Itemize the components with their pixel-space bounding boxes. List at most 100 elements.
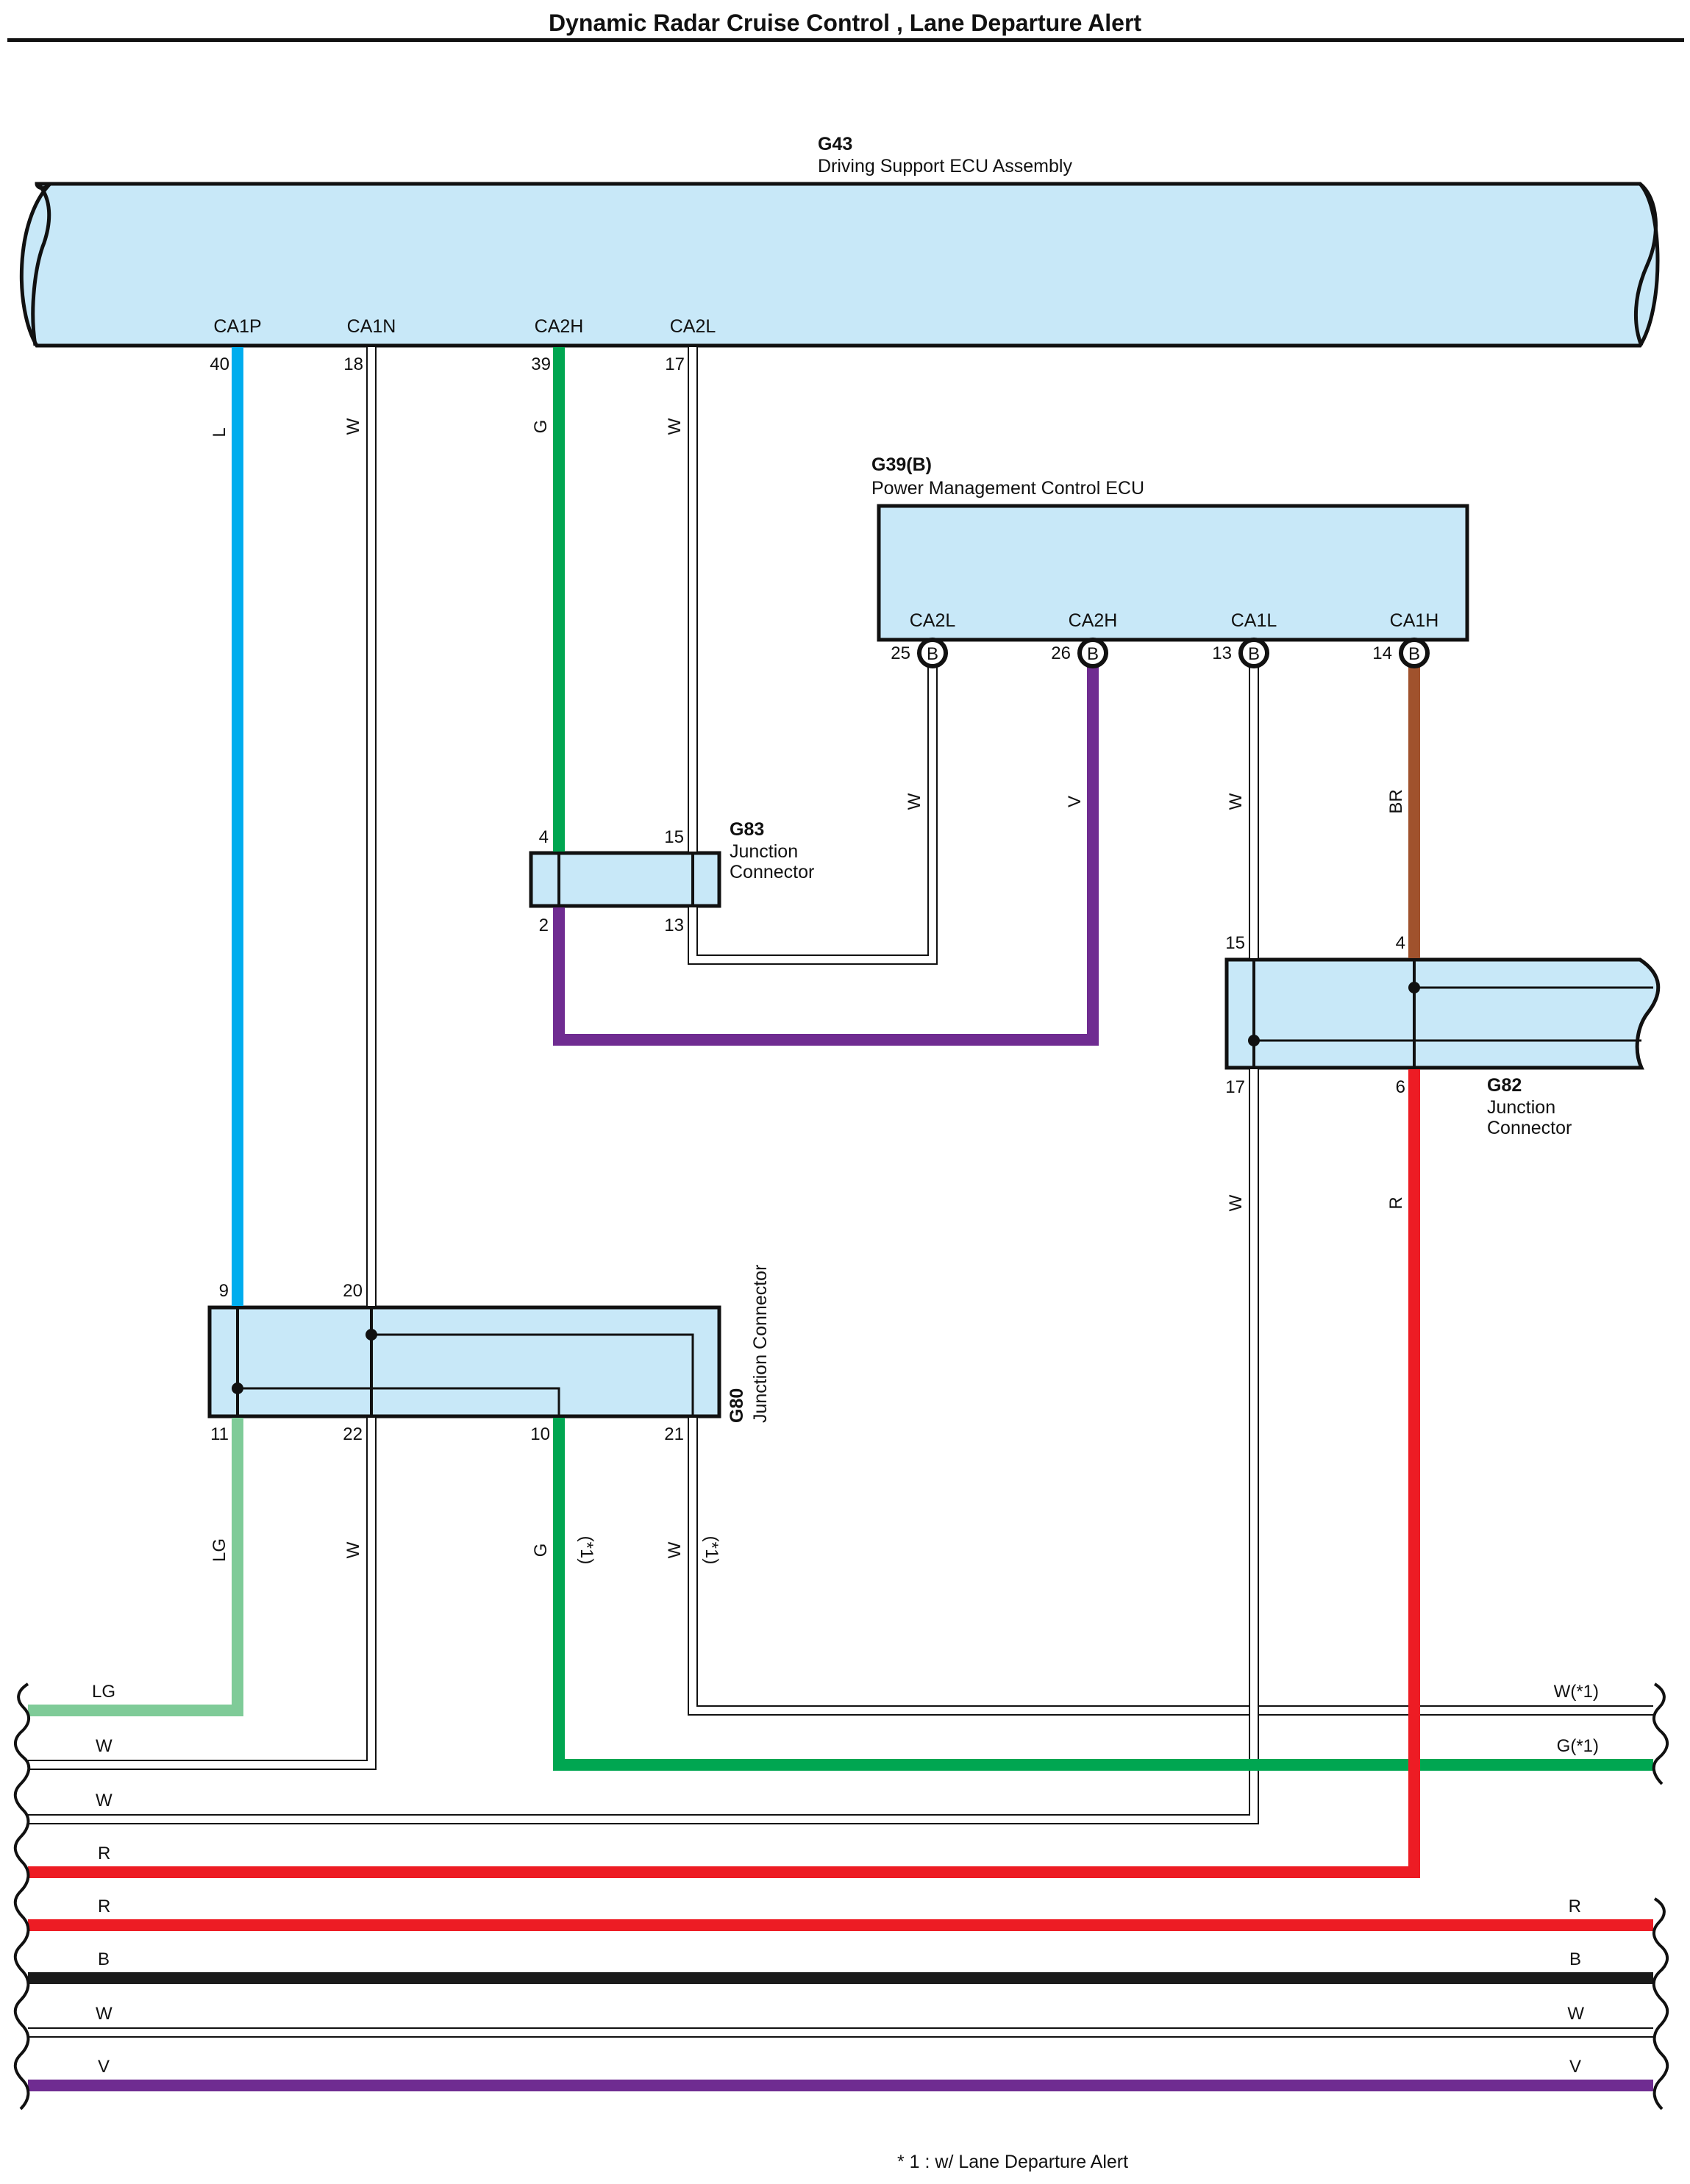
bus-label: B (98, 1949, 110, 1969)
g83-junction-box (529, 851, 721, 908)
wire-v (553, 666, 1099, 1046)
g80-pin-21: 21 (664, 1424, 684, 1444)
g39-pin-26: 26 (1051, 643, 1071, 663)
continuation-marks (13, 1682, 1669, 2110)
g80-code: G80 (727, 1388, 747, 1423)
g83-name-1: Junction (730, 841, 798, 862)
wire-label: R (1386, 1196, 1406, 1209)
g43-pin-39: 39 (531, 354, 551, 374)
g39-code: G39(B) (871, 454, 932, 475)
wire-label: W (665, 418, 685, 435)
bus-label: W (96, 1736, 113, 1756)
bus-label: G(*1) (1557, 1736, 1599, 1756)
g43-pin-40: 40 (210, 354, 229, 374)
wire-w-opt (688, 1418, 1653, 1716)
bus-label: R (98, 1896, 110, 1916)
g43-term-ca2l: CA2L (670, 316, 716, 337)
g80-pin-20: 20 (343, 1281, 363, 1301)
bus-label: V (1569, 2057, 1581, 2077)
g43-term-ca2h: CA2H (535, 316, 584, 337)
g43-term-ca1n: CA1N (347, 316, 396, 337)
g43-ecu-box (19, 182, 1660, 348)
g80-pin-11: 11 (210, 1424, 229, 1444)
page-title: Dynamic Radar Cruise Control , Lane Depa… (549, 10, 1141, 36)
g39-conn-b: B (927, 644, 938, 664)
wire-label: W (1226, 793, 1246, 810)
g39-term-ca1l: CA1L (1231, 610, 1277, 631)
bus-labels-left: LG W W R R B W V (92, 1682, 115, 2077)
wire-label: W (343, 1541, 363, 1558)
wire-g-opt (553, 1418, 1653, 1771)
g82-pin-17: 17 (1225, 1077, 1245, 1097)
wire-lg (28, 1418, 243, 1716)
g80-pin-10: 10 (530, 1424, 550, 1444)
g43-code: G43 (818, 134, 852, 154)
wire-color-labels: L W G W W V W BR W R LG W G W (*1) (*1) (210, 418, 1406, 1564)
g39-name: Power Management Control ECU (871, 478, 1144, 499)
wire-label: G (531, 420, 551, 434)
bus-label: R (1569, 1896, 1581, 1916)
wire-label: BR (1386, 789, 1406, 813)
g43-term-ca1p: CA1P (213, 316, 261, 337)
g39-pin-13: 13 (1212, 643, 1232, 663)
g39-conn-b: B (1408, 644, 1420, 664)
option-mark: (*1) (702, 1536, 721, 1565)
g82-pin-4: 4 (1396, 933, 1405, 953)
g82-name-1: Junction (1487, 1097, 1555, 1118)
g80-splice-dot (232, 1382, 243, 1394)
bus-label: W(*1) (1554, 1682, 1599, 1702)
wire-label: W (905, 793, 924, 810)
g82-code: G82 (1487, 1075, 1522, 1096)
g82-junction-box (1224, 957, 1661, 1070)
title-rule (7, 38, 1684, 42)
wire-r (28, 1069, 1420, 1878)
wire-label: V (1065, 796, 1085, 807)
wire-label: LG (210, 1538, 229, 1562)
g83-pin-13: 13 (664, 916, 684, 935)
g82-pin-6: 6 (1396, 1077, 1405, 1097)
g80-pin-9: 9 (219, 1281, 229, 1301)
g43-pin-17: 17 (665, 354, 685, 374)
bus-label: R (98, 1844, 110, 1863)
g82-splice-dot (1408, 982, 1420, 993)
wire-label: L (210, 427, 229, 437)
g39-pin-14: 14 (1372, 643, 1392, 663)
footnote: * 1 : w/ Lane Departure Alert (897, 2152, 1128, 2172)
g82-splice-dot (1248, 1035, 1260, 1046)
wire-label: W (343, 418, 363, 435)
g43-name: Driving Support ECU Assembly (818, 156, 1072, 176)
wire-label: W (1226, 1194, 1246, 1211)
g39-terminal-26 (1077, 638, 1108, 668)
g39-conn-b: B (1248, 644, 1260, 664)
g39-term-ca2h: CA2H (1069, 610, 1118, 631)
bus-label: W (96, 2004, 113, 2024)
bus-labels-right: W(*1) G(*1) R B W V (1554, 1682, 1599, 2077)
g82-name-2: Connector (1487, 1118, 1572, 1138)
g39-conn-b: B (1087, 644, 1099, 664)
bus-label: V (98, 2057, 110, 2077)
bus-label: B (1569, 1949, 1581, 1969)
g83-name-2: Connector (730, 862, 814, 882)
g39-pin-25: 25 (891, 643, 910, 663)
g83-pin-2: 2 (539, 916, 549, 935)
g83-pin-15: 15 (664, 827, 684, 847)
g39-terminal-14 (1399, 638, 1430, 668)
g39-term-ca2l: CA2L (910, 610, 956, 631)
bus-label: W (96, 1791, 113, 1810)
g83-pin-4: 4 (539, 827, 549, 847)
bus-label: LG (92, 1682, 115, 1702)
g80-pin-22: 22 (343, 1424, 363, 1444)
g43-pin-18: 18 (343, 354, 363, 374)
g80-splice-dot (366, 1329, 377, 1341)
wires (28, 347, 1653, 2091)
option-mark: (*1) (577, 1536, 596, 1565)
g39-terminal-25 (917, 638, 948, 668)
g39-term-ca1h: CA1H (1390, 610, 1439, 631)
g80-junction-box (207, 1305, 721, 1418)
g80-name: Junction Connector (750, 1265, 771, 1423)
wire-label: G (531, 1544, 551, 1557)
g83-code: G83 (730, 819, 764, 840)
wire-w (688, 666, 938, 965)
g39-ecu-box (877, 504, 1469, 642)
